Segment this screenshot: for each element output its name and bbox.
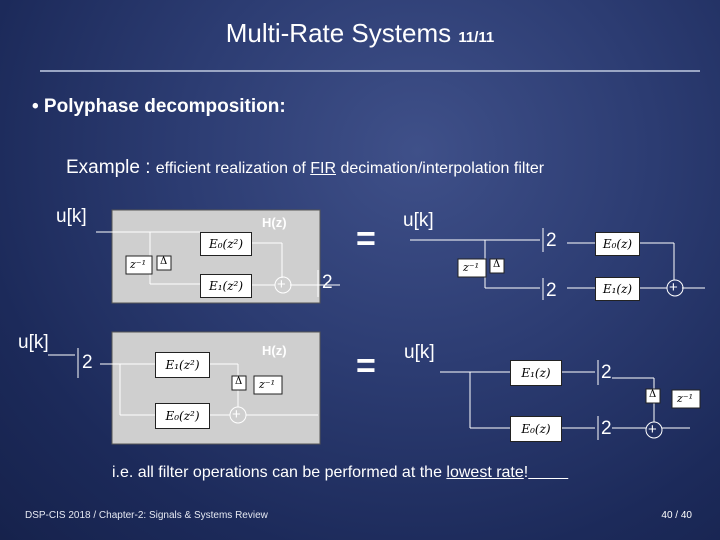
interpolator-factor-3: 2	[601, 418, 612, 439]
delta-2: Δ	[493, 259, 501, 270]
example-prefix: Example :	[66, 157, 156, 178]
filter-E0-z-top: E₀(z)	[595, 232, 640, 256]
adder-circle-2	[666, 279, 684, 297]
filter-E1-z-bottom: E₁(z)	[510, 360, 562, 386]
note-trailing-underline	[528, 464, 568, 481]
adder-plus-3: +	[232, 406, 241, 423]
equals-sign-2: =	[356, 347, 376, 385]
adder-plus-2: +	[669, 279, 678, 296]
signal-uk-1: u[k]	[56, 206, 87, 227]
delay-z-4: z⁻¹	[677, 392, 694, 405]
delay-z-2: z⁻¹	[463, 261, 480, 274]
hz-label-top: H(z)	[262, 215, 287, 230]
delta-3: Δ	[235, 376, 243, 387]
example-text-a: efficient realization of	[155, 160, 311, 177]
note-emphasis: lowest rate	[446, 464, 524, 481]
hz-label-bottom: H(z)	[262, 343, 287, 358]
signal-uk-4: u[k]	[404, 342, 435, 363]
conclusion-note: i.e. all filter operations can be perfor…	[112, 464, 568, 482]
bullet-heading: • Polyphase decomposition:	[32, 96, 286, 117]
example-line: Example : efficient realization of FIR d…	[66, 157, 544, 179]
adder-circle-1	[274, 276, 292, 294]
delay-label-box-4	[671, 389, 701, 409]
signal-uk-2: u[k]	[403, 210, 434, 231]
adder-plus-1: +	[277, 276, 286, 293]
decimator-factor-2: 2	[546, 230, 557, 251]
title-text: Multi-Rate Systems	[225, 18, 452, 48]
interpolator-factor-1: 2	[82, 352, 93, 373]
filter-E1-z2-bottom: E₁(z²)	[155, 352, 210, 378]
filter-E0-z2-top: E₀(z²)	[200, 232, 252, 256]
filter-E0-z2-bottom: E₀(z²)	[155, 403, 210, 429]
filter-E1-z-top: E₁(z)	[595, 277, 640, 301]
delay-z-3: z⁻¹	[259, 378, 276, 391]
note-prefix: i.e. all filter operations can be perfor…	[112, 464, 447, 481]
adder-circle-3	[229, 406, 247, 424]
delta-1: Δ	[160, 256, 168, 267]
delta-4: Δ	[649, 389, 657, 400]
slide-title: Multi-Rate Systems 11/11	[0, 18, 720, 49]
example-text-b: decimation/interpolation filter	[336, 160, 545, 177]
delta-box-4	[645, 388, 661, 404]
delay-z-1: z⁻¹	[130, 258, 147, 271]
adder-circle-4	[645, 421, 663, 439]
hz-block-bottom	[111, 331, 321, 445]
filter-E0-z-bottom: E₀(z)	[510, 416, 562, 442]
interpolator-factor-2: 2	[601, 362, 612, 383]
delay-label-box-3	[253, 375, 283, 395]
example-fir: FIR	[310, 160, 337, 177]
signal-uk-3: u[k]	[18, 332, 49, 353]
delay-label-box-2	[457, 258, 487, 278]
filter-E1-z2-top: E₁(z²)	[200, 274, 252, 298]
decimator-factor-1: 2	[322, 272, 333, 293]
title-page-counter: 11/11	[458, 29, 495, 46]
decimator-factor-3: 2	[546, 280, 557, 301]
title-divider	[40, 70, 700, 72]
delta-box-3	[231, 375, 247, 391]
adder-plus-4: +	[648, 421, 657, 438]
footer-page-number: 40 / 40	[661, 510, 692, 521]
note-suffix: !	[523, 464, 529, 481]
equals-sign-1: =	[356, 220, 376, 258]
footer-source: DSP-CIS 2018 / Chapter-2: Signals & Syst…	[25, 510, 268, 521]
delay-label-box-1	[125, 255, 153, 275]
delta-box-1	[156, 255, 172, 271]
delta-box-2	[489, 258, 505, 274]
